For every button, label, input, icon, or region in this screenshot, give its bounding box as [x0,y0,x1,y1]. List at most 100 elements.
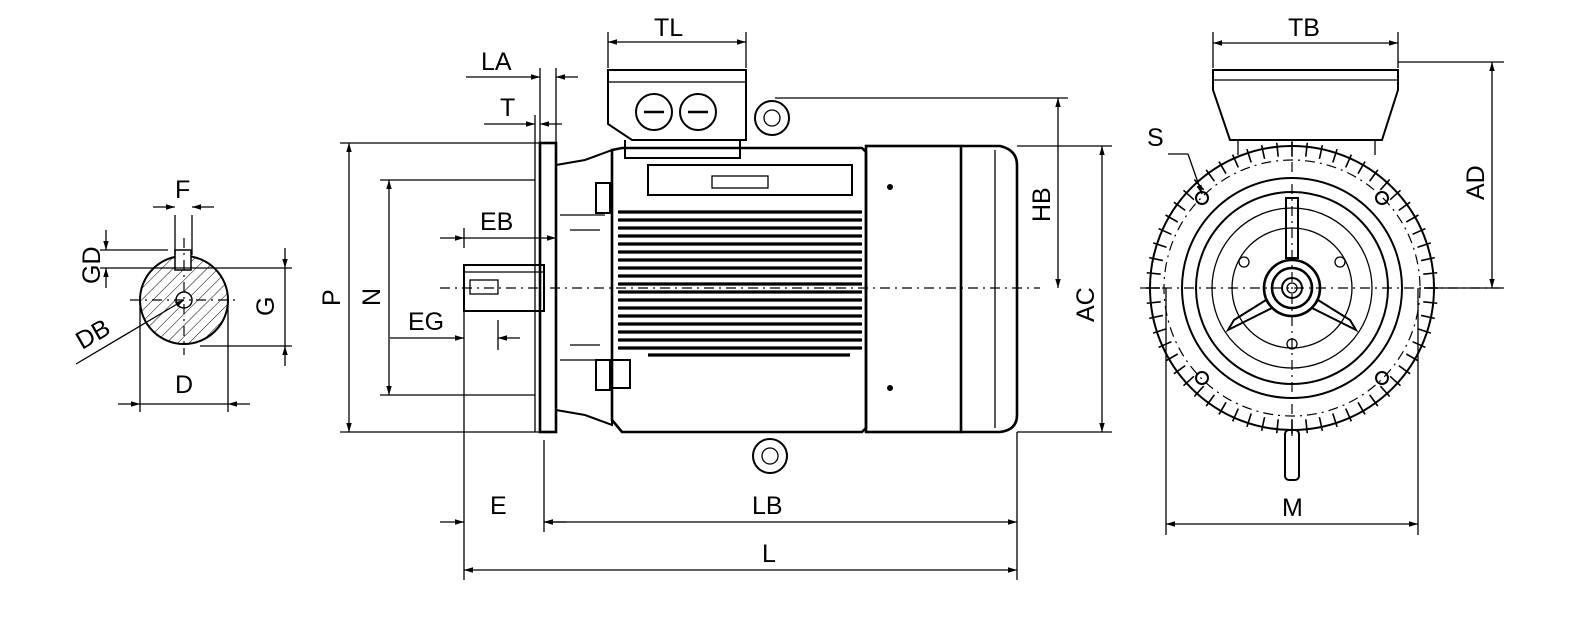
end-fin [1368,169,1379,182]
end-fin [1205,169,1216,182]
end-fin [1420,256,1435,262]
fan-cover-end [961,144,1019,434]
end-fin [1173,364,1186,375]
end-fin [1405,353,1419,362]
end-fin [1246,413,1252,428]
end-fin [1231,408,1240,422]
end-fin [1318,145,1324,160]
drain-plug [1284,429,1300,481]
end-fin [1158,227,1172,236]
label-la: LA [481,48,512,76]
end-fin [1152,328,1167,334]
label-s: S [1147,124,1164,152]
end-fin [1389,189,1402,201]
cable-gland-1 [635,93,673,131]
label-ac: AC [1072,287,1100,322]
end-fin [1398,201,1411,212]
lifting-eye-bottom [752,438,788,474]
end-fin [1182,375,1195,387]
end-fin [1423,301,1438,305]
end-fin [1357,401,1366,415]
end-fin [1152,242,1167,248]
cooling-fins [618,210,862,350]
terminal-box [607,69,747,141]
end-fin [1193,385,1205,398]
shaft-section-view: F GD G DB D [71,176,292,412]
label-eg: EG [408,308,444,336]
end-fin [1398,364,1411,375]
end-fin [1260,145,1266,160]
cable-gland-2 [679,93,717,131]
end-fin [1246,148,1252,163]
end-fin [1379,178,1391,191]
end-fin [1389,375,1402,387]
end-fin [1420,314,1435,320]
end-fin [1231,154,1240,168]
motor-frame [610,146,868,434]
label-tb: TB [1288,14,1320,42]
end-fin [1332,413,1338,428]
end-fin [1165,214,1179,223]
label-n: N [358,288,386,306]
end-fin [1275,142,1279,157]
end-fin [1423,271,1438,275]
fan-cover [864,144,963,434]
end-fin [1405,214,1419,223]
motor-end-view [1140,69,1500,481]
bearing-shield [555,148,613,427]
bolt-hole [1375,191,1389,205]
end-fin [1412,227,1426,236]
end-fin [1158,340,1172,349]
end-fin [1332,148,1338,163]
end-fin [1218,401,1227,415]
label-gd: GD [78,247,106,285]
end-terminal-box [1212,69,1399,141]
end-fin [1318,416,1324,431]
label-ad: AD [1462,165,1490,200]
end-fin [1218,161,1227,175]
end-fin [1149,256,1164,262]
end-fin [1205,394,1216,407]
label-d: D [175,371,193,399]
end-fin [1149,314,1164,320]
label-t: T [500,94,515,122]
label-m: M [1282,494,1303,522]
end-fin [1344,408,1353,422]
end-fin [1417,328,1432,334]
nameplate [647,164,853,196]
bolt-hole [1195,191,1209,205]
end-fin [1260,416,1266,431]
label-f: F [175,176,190,204]
end-fin [1146,301,1161,305]
end-fin [1357,161,1366,175]
end-fin [1165,353,1179,362]
label-tl: TL [654,14,683,42]
end-fin [1305,419,1309,434]
end-view-dimensions: TB S AD M [1147,14,1504,535]
label-eb: EB [480,208,513,236]
label-e: E [490,492,507,520]
side-view-dimensions: TL LA T P N EB EG [318,14,1112,580]
label-l: L [762,540,776,568]
end-fin [1379,385,1391,398]
bolt-hole [1195,371,1209,385]
motor-side-view [440,69,1040,474]
label-p: P [318,289,346,306]
bolt-hole [1375,371,1389,385]
end-fin [1146,271,1161,275]
end-fin [1182,189,1195,201]
end-fin [1412,340,1426,349]
end-fin [1275,419,1279,434]
label-g: G [252,297,280,316]
end-fins [1146,142,1438,434]
label-db: DB [71,314,115,356]
end-fin [1417,242,1432,248]
label-hb: HB [1028,187,1056,222]
end-fin [1344,154,1353,168]
end-fin [1305,142,1309,157]
lifting-eye-top [754,100,790,136]
end-fin [1368,394,1379,407]
key-slot [174,249,192,271]
shaft-key [469,279,499,295]
